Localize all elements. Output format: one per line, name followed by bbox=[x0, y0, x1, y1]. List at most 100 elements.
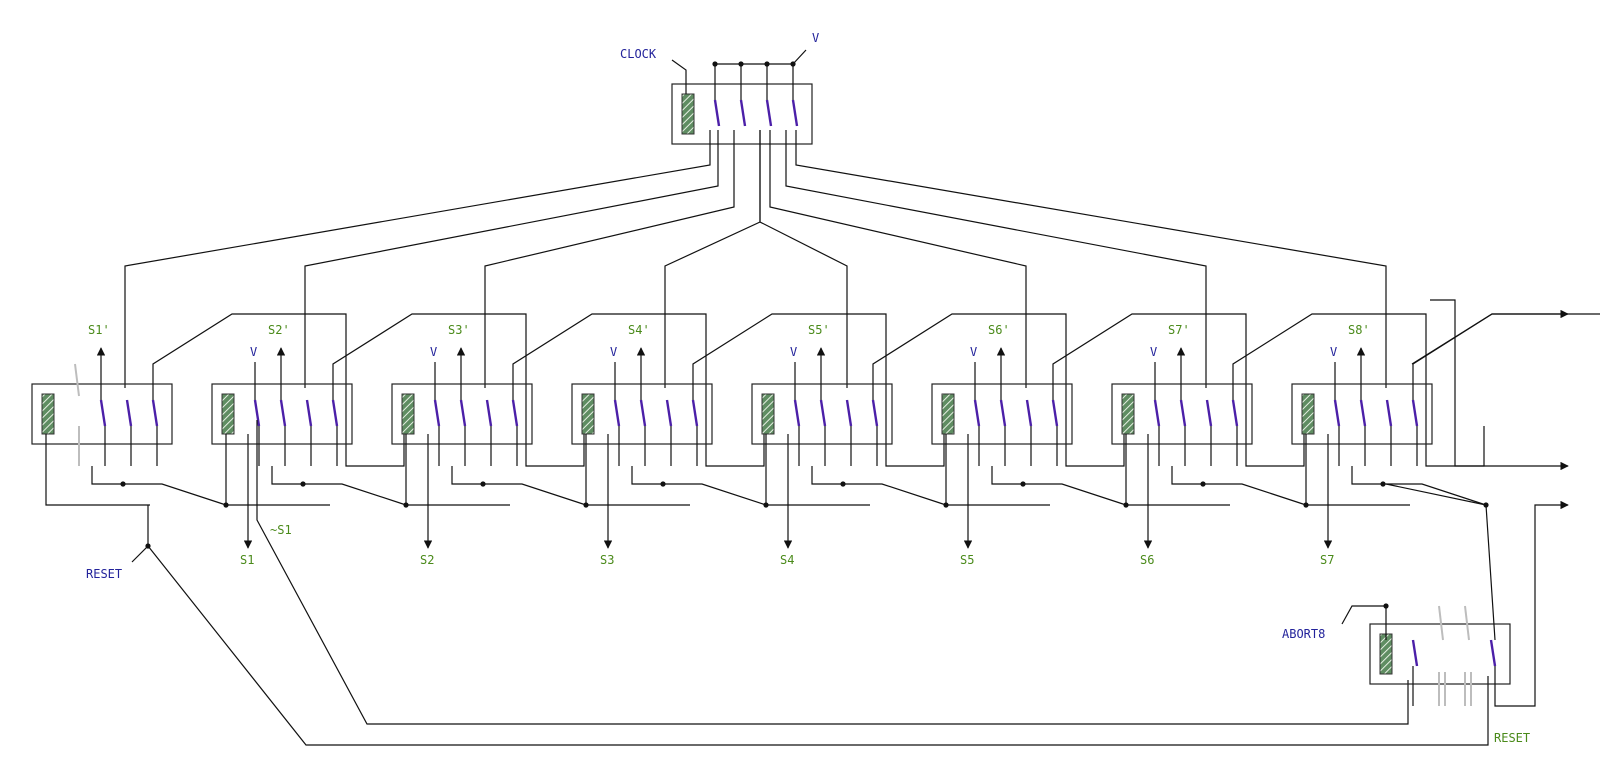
chain-wire bbox=[1052, 313, 1305, 467]
stage-relay-coil bbox=[1301, 393, 1315, 435]
stage-contact-1 bbox=[613, 399, 621, 427]
stage-contact-1 bbox=[253, 399, 261, 427]
stage-relay-body bbox=[1291, 383, 1433, 445]
stage-supply-label: V bbox=[790, 345, 797, 359]
stage-contact-2 bbox=[1359, 399, 1367, 427]
chain-wire bbox=[692, 313, 945, 467]
not-s1-label: ~S1 bbox=[270, 523, 292, 537]
stage-contact-3 bbox=[1205, 399, 1213, 427]
stage-contact-2 bbox=[1179, 399, 1187, 427]
stage-relay-body bbox=[571, 383, 713, 445]
chain-wire bbox=[872, 313, 1125, 467]
stage-relay-coil bbox=[581, 393, 595, 435]
stage-contact-1 bbox=[1153, 399, 1161, 427]
stage-relay-7: S7'VS7 bbox=[1111, 313, 1485, 567]
stage-contact-4 bbox=[1231, 399, 1239, 427]
reset-label: RESET bbox=[86, 567, 122, 581]
stage-relay-coil bbox=[1121, 393, 1135, 435]
stage-contact-4 bbox=[331, 399, 339, 427]
stage-relay-coil bbox=[941, 393, 955, 435]
stage-relays: S1'S1S2'VS2S3'VS3S4'VS4S5'VS5S6'VS6S7'VS… bbox=[31, 313, 1600, 567]
stage-contact-2 bbox=[639, 399, 647, 427]
stage-contact-4 bbox=[871, 399, 879, 427]
stage-prime-label: S7' bbox=[1168, 323, 1190, 337]
stage-contact-3 bbox=[125, 399, 133, 427]
stage-contact-3 bbox=[1385, 399, 1393, 427]
abort-relay bbox=[1341, 483, 1569, 707]
stage-contact-3 bbox=[845, 399, 853, 427]
stage-relay-body bbox=[211, 383, 353, 445]
stage-contact-4 bbox=[691, 399, 699, 427]
stage-prime-label: S1' bbox=[88, 323, 110, 337]
junction-dot bbox=[660, 481, 666, 487]
stage-state-label: S2 bbox=[420, 553, 434, 567]
clock-contact-4 bbox=[791, 99, 799, 127]
stage-prime-label: S5' bbox=[808, 323, 830, 337]
stage-prime-label: S4' bbox=[628, 323, 650, 337]
stage-relay-body bbox=[31, 383, 173, 445]
bottom-bus bbox=[1125, 434, 1307, 506]
stage-contact-2 bbox=[99, 399, 107, 427]
stage-state-label: S5 bbox=[960, 553, 974, 567]
stage-contact-2 bbox=[459, 399, 467, 427]
clock-contact-3 bbox=[765, 99, 773, 127]
stage-relay-coil bbox=[41, 393, 55, 435]
abort-contact-3 bbox=[1464, 605, 1470, 641]
abort-contact-2 bbox=[1438, 605, 1444, 641]
reset-out-label: RESET bbox=[1494, 731, 1530, 745]
stage-contact-3 bbox=[665, 399, 673, 427]
stage-contact-4 bbox=[1051, 399, 1059, 427]
clock-supply-label: V bbox=[812, 31, 819, 45]
stage-contact-3 bbox=[1025, 399, 1033, 427]
stage-supply-label: V bbox=[1330, 345, 1337, 359]
junction-dot bbox=[1200, 481, 1206, 487]
bottom-bus bbox=[225, 434, 407, 506]
stage-prime-label: S8' bbox=[1348, 323, 1370, 337]
stage-supply-label: V bbox=[430, 345, 437, 359]
chain-wire bbox=[332, 313, 585, 467]
bottom-bus bbox=[1305, 434, 1487, 506]
chain-wire bbox=[1412, 313, 1600, 400]
stage-state-label: S4 bbox=[780, 553, 794, 567]
abort-contact-4 bbox=[1489, 639, 1497, 667]
stage-supply-label: V bbox=[970, 345, 977, 359]
stage-contact-2 bbox=[999, 399, 1007, 427]
stage-relay-6: S6' V S6 bbox=[931, 313, 1305, 567]
stage-state-label: S1 bbox=[240, 553, 254, 567]
junction-dot bbox=[120, 481, 126, 487]
clock-label: CLOCK bbox=[620, 47, 657, 61]
right-bus bbox=[1411, 299, 1569, 471]
stage-supply-label: V bbox=[250, 345, 257, 359]
junction-dot bbox=[300, 481, 306, 487]
stage-relay-coil bbox=[761, 393, 775, 435]
stage-prime-label: S2' bbox=[268, 323, 290, 337]
junction-dot bbox=[1020, 481, 1026, 487]
junction-dot bbox=[480, 481, 486, 487]
stage-relay-body bbox=[751, 383, 893, 445]
stage-state-label: S6 bbox=[1140, 553, 1154, 567]
stage-relay-3: S3'VS3 bbox=[391, 313, 765, 567]
stage-relay-body bbox=[391, 383, 533, 445]
stage-state-label: S3 bbox=[600, 553, 614, 567]
stage-contact-1 bbox=[433, 399, 441, 427]
abort-contact-1 bbox=[1411, 639, 1419, 667]
stage-contact-4 bbox=[1411, 399, 1419, 427]
stage-relay-body bbox=[1111, 383, 1253, 445]
clock-relay-body bbox=[671, 83, 813, 145]
bottom-bus bbox=[405, 434, 587, 506]
stage-contact-1 bbox=[74, 363, 80, 397]
stage-contact-3 bbox=[485, 399, 493, 427]
stage-prime-label: S6' bbox=[988, 323, 1010, 337]
stage-relay-1: S1' S1 bbox=[31, 313, 405, 567]
clock-contact-2 bbox=[739, 99, 747, 127]
stage-supply-label: V bbox=[610, 345, 617, 359]
stage-relay-5: S5' V S5 bbox=[751, 313, 1125, 567]
stage-contact-3 bbox=[305, 399, 313, 427]
clock-distribution bbox=[124, 130, 1387, 388]
clock-relay-coil bbox=[681, 93, 695, 135]
reset-wiring bbox=[131, 420, 1489, 746]
stage-contact-1 bbox=[793, 399, 801, 427]
abort-label: ABORT8 bbox=[1282, 627, 1325, 641]
stage-relay-2: S2' V S2 bbox=[211, 313, 585, 567]
